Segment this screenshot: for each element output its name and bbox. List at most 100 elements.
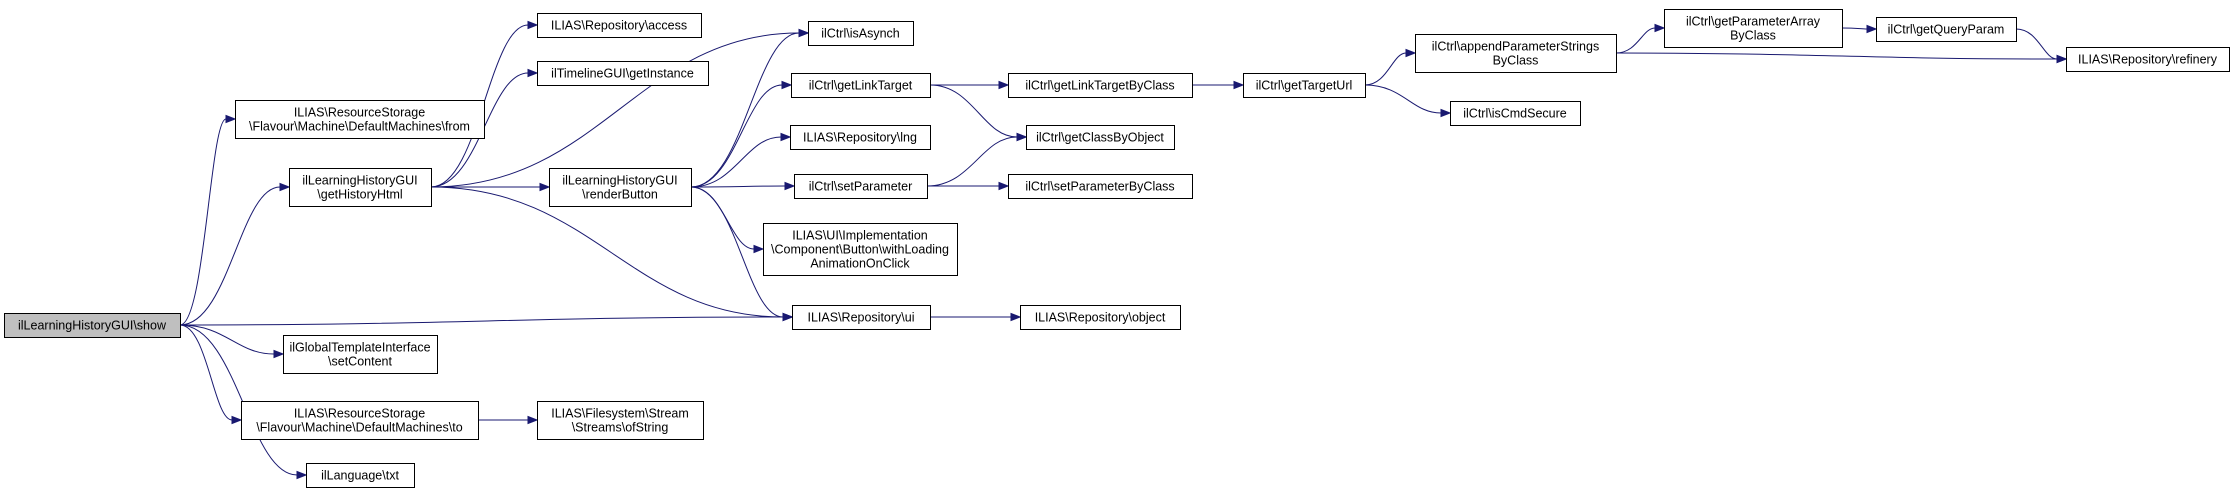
node-getQueryParam[interactable]: ilCtrl\getQueryParam [1876,17,2017,42]
node-ui[interactable]: ILIAS\Repository\ui [792,305,931,330]
node-getHistoryHtml[interactable]: ilLearningHistoryGUI\getHistoryHtml [289,168,432,207]
arrowhead [279,182,291,192]
edge-show-to-txt [179,324,308,480]
node-label-line: ilGlobalTemplateInterface [289,341,430,355]
arrowhead [782,312,794,322]
node-refinery[interactable]: ILIAS\Repository\refinery [2066,47,2230,72]
node-withLoading[interactable]: ILIAS\UI\Implementation\Component\Button… [763,223,958,276]
edge-line [179,324,275,355]
arrowhead [527,20,539,30]
edge-line [179,118,227,326]
arrowhead [273,349,285,359]
edge-getQueryParam-to-refinery [2015,28,2068,64]
edge-to-to-ofString [477,415,539,425]
arrowhead [231,415,243,425]
node-getClassByObject[interactable]: ilCtrl\getClassByObject [1026,125,1175,150]
node-box [289,168,432,207]
arrowhead [1233,80,1245,90]
edge-line [1615,27,1656,54]
arrowhead [296,470,308,480]
node-getLinkTargetByClass[interactable]: ilCtrl\getLinkTargetByClass [1008,73,1193,98]
node-box [791,73,931,98]
edge-line [1364,52,1407,86]
node-getTargetUrl[interactable]: ilCtrl\getTargetUrl [1243,73,1366,98]
edge-line [690,186,784,318]
node-label-line: ILIAS\Repository\access [551,19,687,33]
node-box [1008,174,1193,199]
node-label-line: ILIAS\Repository\lng [803,131,917,145]
node-box [306,463,415,488]
arrowhead [539,182,551,192]
node-isCmdSecure[interactable]: ilCtrl\isCmdSecure [1450,101,1581,126]
node-label-line: \setContent [328,355,392,369]
node-ofString[interactable]: ILIAS\Filesystem\Stream\Streams\ofString [537,401,704,440]
node-setParameter[interactable]: ilCtrl\setParameter [794,174,928,199]
arrowhead [1016,132,1028,142]
edge-line [929,84,1018,138]
arrowhead [798,28,810,38]
edge-getHistoryHtml-to-isAsynch [430,28,810,188]
node-label-line: ilCtrl\getClassByObject [1036,131,1164,145]
node-box [1876,17,2017,42]
arrowhead [1654,23,1666,33]
edge-show-to-ui [179,312,794,326]
node-box [1415,34,1617,73]
node-label-line: ILIAS\Repository\refinery [2078,53,2218,67]
node-label-line: ByClass [1493,54,1539,68]
node-renderButton[interactable]: ilLearningHistoryGUI\renderButton [549,168,692,207]
node-getInstance[interactable]: ilTimelineGUI\getInstance [537,61,709,86]
edge-getHistoryHtml-to-ui [430,186,794,322]
node-from[interactable]: ILIAS\ResourceStorage\Flavour\Machine\De… [235,100,485,139]
node-box [1026,125,1175,150]
node-access[interactable]: ILIAS\Repository\access [537,13,702,38]
node-label-line: ByClass [1730,29,1776,43]
node-setParameterByClass[interactable]: ilCtrl\setParameterByClass [1008,174,1193,199]
edge-line [926,136,1018,187]
edge-line [1364,84,1442,114]
edge-show-to-to [179,324,243,425]
node-label-line: ilCtrl\setParameterByClass [1025,180,1174,194]
node-box [1008,73,1193,98]
edge-line [690,32,800,188]
node-box [537,61,709,86]
arrowhead [527,68,539,78]
node-setContent[interactable]: ilGlobalTemplateInterface\setContent [283,335,438,374]
node-label-line: ilCtrl\getTargetUrl [1256,79,1353,93]
edge-line [179,316,784,326]
node-box [1664,9,1843,48]
edge-setParameter-to-getClassByObject [926,132,1028,187]
node-box [4,313,181,338]
node-box [792,305,931,330]
arrowhead [998,181,1010,191]
node-object[interactable]: ILIAS\Repository\object [1020,305,1181,330]
node-getLinkTarget[interactable]: ilCtrl\getLinkTarget [791,73,931,98]
arrowhead [1866,24,1878,34]
edge-renderButton-to-getLinkTarget [690,80,793,188]
arrowhead [1405,48,1417,58]
arrowhead [1010,312,1022,322]
edge-line [690,136,782,188]
arrowhead [753,244,765,254]
arrowhead [527,415,539,425]
node-lng[interactable]: ILIAS\Repository\lng [790,125,931,150]
edge-show-to-getHistoryHtml [179,182,291,326]
edge-renderButton-to-setParameter [690,181,796,191]
edge-renderButton-to-withLoading [690,186,765,254]
edge-line [430,32,800,188]
arrowhead [781,80,793,90]
node-box [283,335,438,374]
arrowhead [998,80,1010,90]
node-to[interactable]: ILIAS\ResourceStorage\Flavour\Machine\De… [241,401,479,440]
node-isAsynch[interactable]: ilCtrl\isAsynch [808,21,914,46]
node-show[interactable]: ilLearningHistoryGUI\show [4,313,181,338]
node-label-line: \Component\Button\withLoading [771,243,949,257]
node-label-line: ilTimelineGUI\getInstance [551,67,694,81]
node-label-line: ilCtrl\isCmdSecure [1463,107,1567,121]
node-box [1243,73,1366,98]
node-txt[interactable]: ilLanguage\txt [306,463,415,488]
edge-renderButton-to-isAsynch [690,28,810,188]
edge-setParameter-to-setParameterByClass [927,181,1010,191]
